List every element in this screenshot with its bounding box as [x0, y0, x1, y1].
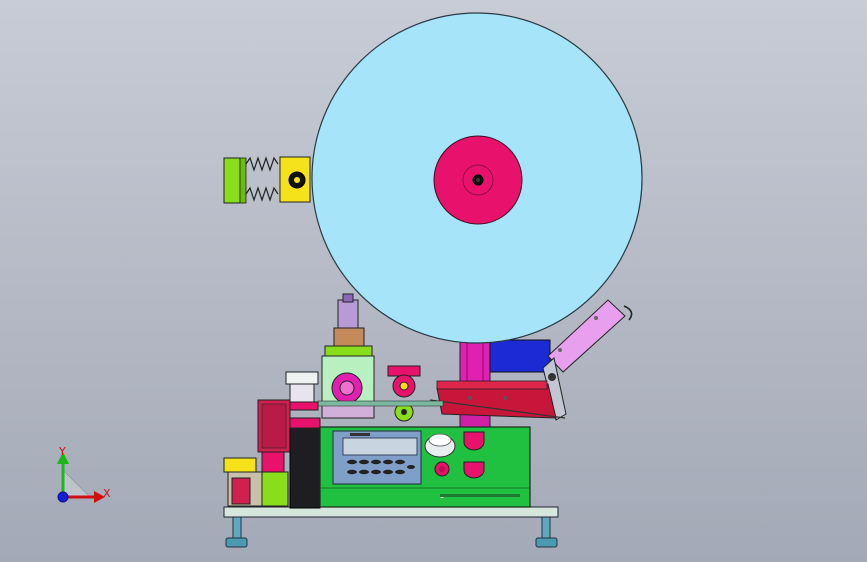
lcd-key-2[interactable] — [359, 459, 369, 465]
control-cabinet — [319, 426, 531, 508]
small-bracket-top — [223, 457, 257, 473]
peel-edge — [429, 399, 566, 419]
cabinet-vent — [440, 494, 520, 497]
cylinder-band — [289, 417, 321, 429]
lcd-key-3[interactable] — [371, 459, 381, 465]
spring-lower-icon — [245, 186, 279, 202]
hub-ring — [462, 164, 494, 196]
rewind-ring — [285, 401, 319, 411]
sensor-cap — [342, 293, 354, 303]
label-roll — [311, 12, 643, 344]
sensor-block-green — [261, 471, 289, 507]
foot-right-pad — [535, 537, 558, 548]
base-assembly — [223, 506, 559, 548]
lcd-key-1[interactable] — [347, 459, 357, 465]
z-axis-dot-icon — [57, 491, 69, 503]
cylinder-dark — [289, 417, 321, 509]
selector-knob-top[interactable] — [428, 433, 452, 447]
sensor-top — [337, 299, 359, 329]
coordinate-triad: Y X — [57, 445, 111, 503]
x-axis-arrow-icon — [94, 491, 105, 503]
lcd-key-10[interactable] — [395, 469, 405, 475]
y-axis-label: Y — [58, 445, 66, 458]
spring-upper-icon — [245, 156, 279, 172]
rewind-cap — [285, 371, 319, 385]
tension-green-cap — [239, 157, 247, 204]
arm-slot-2 — [594, 316, 598, 320]
sensor-block-small — [261, 451, 285, 473]
button-red-top-right[interactable] — [463, 431, 485, 451]
button-red-mid-right[interactable] — [463, 461, 485, 479]
lcd-key-9[interactable] — [383, 469, 393, 475]
tower-collar — [324, 345, 373, 357]
foot-right-stem — [541, 514, 551, 540]
lcd-key-5[interactable] — [395, 459, 405, 465]
lcd-brand-strip — [350, 433, 370, 436]
web-guide-bar — [317, 400, 444, 407]
arm-plate — [547, 299, 626, 373]
foot-left-stem — [232, 514, 242, 540]
peel-bracket-top — [436, 380, 548, 390]
tension-green-bracket — [223, 157, 241, 204]
tension-arm-left — [223, 156, 311, 204]
drive-roller-inner — [339, 380, 355, 396]
arm-pivot — [548, 373, 556, 381]
left-modules — [223, 371, 321, 509]
lcd-key-4[interactable] — [383, 459, 393, 465]
lcd-key-7[interactable] — [359, 469, 369, 475]
lcd-key-11[interactable] — [407, 465, 415, 469]
bracket-bolt-2 — [503, 396, 507, 400]
tension-roller-inner — [294, 177, 300, 183]
motor-block — [489, 339, 551, 373]
hub-bore-inner — [476, 178, 480, 182]
lcd-screen — [342, 437, 418, 456]
nip-roller-core — [399, 381, 409, 391]
drive-roller-tower — [321, 293, 375, 419]
peel-bracket-assembly — [429, 380, 566, 419]
base-plate — [223, 506, 559, 518]
nip-lower-core — [401, 409, 407, 415]
foot-left-pad — [225, 537, 248, 548]
lcd-key-6[interactable] — [347, 469, 357, 475]
x-axis-label: X — [103, 487, 111, 500]
button-red-mid-left-ring — [439, 466, 445, 472]
printer-module-face — [261, 403, 287, 449]
arm-slot-1 — [558, 348, 562, 352]
nip-roller-assembly — [387, 365, 421, 422]
y-axis-arrow-icon — [57, 452, 69, 464]
triad-xy-plane-icon — [62, 469, 91, 498]
arm-hook — [623, 305, 633, 321]
bracket-bolt-1 — [468, 396, 472, 400]
small-bracket-red — [231, 477, 251, 505]
lcd-keypad — [347, 459, 415, 475]
lcd-key-8[interactable] — [371, 469, 381, 475]
